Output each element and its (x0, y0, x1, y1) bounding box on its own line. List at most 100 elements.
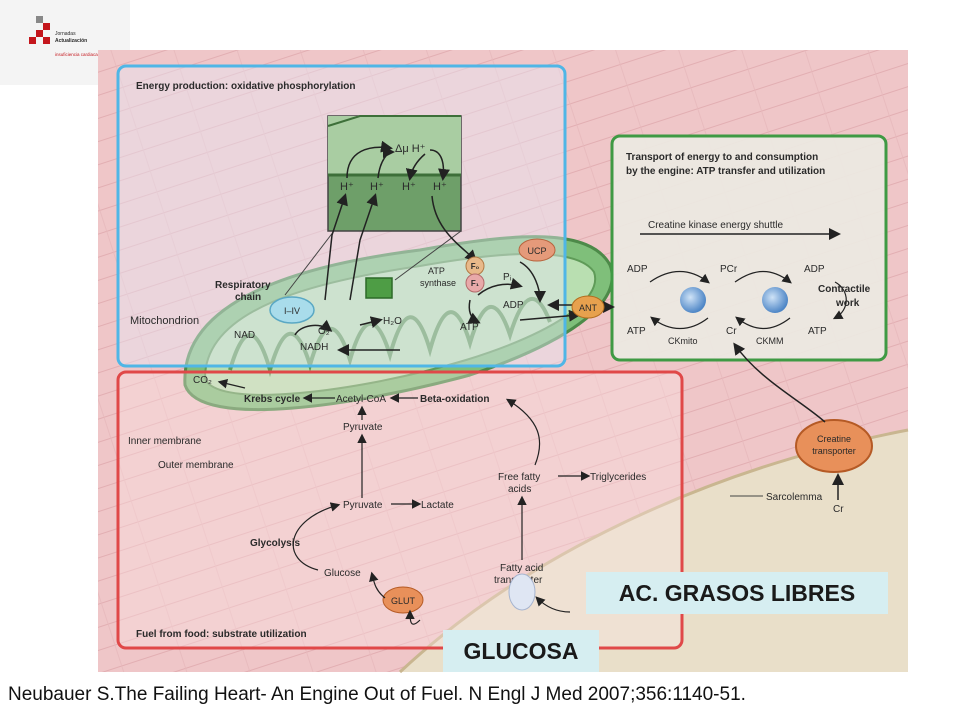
pcr-label: PCr (720, 264, 738, 275)
outer-membrane-label: Outer membrane (158, 460, 234, 471)
logo-square (43, 37, 50, 44)
arrow (519, 261, 546, 303)
acetyl-coa-label: Acetyl-CoA (336, 394, 386, 405)
f1-label: F₁ (471, 279, 480, 288)
lactate-label: Lactate (421, 500, 454, 511)
adp-label-right: ADP (804, 264, 825, 275)
triglycerides-label: Triglycerides (590, 472, 646, 483)
arrow (467, 299, 481, 324)
complex-label: I–IV (284, 306, 300, 316)
conference-logo: Jornadas Actualización insuficiencia car… (0, 0, 130, 85)
ant-protein (571, 295, 605, 319)
arrow (535, 596, 571, 613)
pyruvate-label-cytosol: Pyruvate (343, 500, 383, 511)
arrow (294, 319, 333, 336)
cr-label-transport: Cr (726, 326, 737, 337)
atp-label-mito: ATP (460, 322, 479, 333)
logo-line-1: Jornadas (55, 31, 76, 37)
creatine-transporter-label-1: Creatine (817, 434, 851, 444)
co2-label: CO₂ (193, 375, 212, 386)
adp-label-left: ADP (627, 264, 648, 275)
ucp-protein (518, 238, 556, 262)
f1-subunit (465, 273, 485, 293)
h-plus-2: H⁺ (370, 181, 384, 193)
fatty-acid-transporter (508, 573, 536, 611)
contractile-label-1: Contractile (818, 284, 871, 295)
f0-label: F₀ (471, 262, 480, 271)
h-plus-1: H⁺ (340, 181, 354, 193)
inset-leader-line (394, 230, 462, 281)
mitochondrion-label: Mitochondrion (130, 315, 199, 327)
ac-grasos-libres-label: AC. GRASOS LIBRES (586, 572, 888, 614)
atp-label-left: ATP (627, 326, 646, 337)
ant-label: ANT (579, 303, 598, 313)
pyruvate-label-inner: Pyruvate (343, 422, 383, 433)
ucp-label: UCP (527, 246, 546, 256)
logo-square (29, 37, 36, 44)
creatine-transporter (795, 419, 873, 473)
h-plus-4: H⁺ (433, 181, 447, 193)
arrow (649, 271, 710, 284)
arrow (832, 281, 847, 320)
logo-line-2: Actualización (55, 38, 87, 44)
citation: Neubauer S.The Failing Heart- An Engine … (8, 684, 746, 705)
ck-mm-label: CKMM (756, 336, 784, 346)
inner-membrane-label: Inner membrane (128, 436, 202, 447)
beta-oxidation-label: Beta-oxidation (420, 394, 489, 405)
arrow (735, 316, 791, 330)
atp-synthase-label-1: ATP (428, 266, 445, 276)
free-fatty-acids-label-1: Free fatty (498, 472, 540, 483)
arrow (369, 571, 386, 599)
intermembrane-inset: Δμ H⁺ H⁺ H⁺ H⁺ H⁺ (327, 115, 462, 232)
arrow (734, 271, 792, 284)
ck-shuttle-label: Creatine kinase energy shuttle (648, 220, 784, 231)
arrow (405, 609, 421, 625)
arrow (431, 195, 478, 263)
delta-mu-label: Δμ H⁺ (395, 143, 426, 155)
pi-label: Pᵢ (503, 272, 512, 283)
arrow (324, 193, 348, 301)
arrow (650, 316, 709, 329)
nad-label: NAD (234, 330, 255, 341)
nadh-label: NADH (300, 342, 328, 353)
logo-line-3: insuficiencia cardiaca (55, 52, 98, 57)
contractile-label-2: work (835, 298, 860, 309)
cr-label-outside: Cr (833, 504, 844, 515)
panel-energy-title: Energy production: oxidative phosphoryla… (136, 81, 355, 92)
panel-fuel-title: Fuel from food: substrate utilization (136, 629, 307, 640)
atp-label-right: ATP (808, 326, 827, 337)
panel-transport (610, 134, 888, 362)
arrow (477, 277, 523, 296)
arrow (359, 316, 383, 329)
arrow (733, 342, 826, 423)
arrow (519, 309, 581, 322)
free-fatty-acids-label-2: acids (508, 484, 531, 495)
panel-fuel (116, 370, 684, 650)
arrow (505, 398, 541, 466)
o2-label: O₂ (318, 326, 330, 337)
arrow (292, 502, 341, 571)
creatine-transporter-label-2: transporter (812, 446, 856, 456)
glucosa-label: GLUCOSA (443, 630, 599, 672)
ck-mm-enzyme (762, 287, 788, 313)
ck-mito-label: CKmito (668, 336, 698, 346)
arrow (217, 379, 246, 389)
respiratory-complex (269, 296, 315, 324)
h2o-label: H₂O (383, 316, 402, 327)
logo-square (43, 23, 50, 30)
adp-label-mito: ADP (503, 300, 524, 311)
respiratory-chain-label-2: chain (235, 292, 261, 303)
panel-transport-title-2: by the engine: ATP transfer and utilizat… (626, 166, 825, 177)
glycolysis-label: Glycolysis (250, 538, 300, 549)
ck-mito-enzyme (680, 287, 706, 313)
panel-transport-title-1: Transport of energy to and consumption (626, 152, 818, 163)
inset-source-marker (365, 277, 393, 299)
atp-synthase-label-2: synthase (420, 278, 456, 288)
arrow (349, 193, 378, 301)
h-plus-3: H⁺ (402, 181, 416, 193)
glut-label: GLUT (391, 596, 416, 606)
fatty-acid-transporter-label-1: Fatty acid (500, 563, 543, 574)
krebs-cycle-label: Krebs cycle (244, 394, 301, 405)
sarcolemma-label: Sarcolemma (766, 492, 823, 503)
glucose-label: Glucose (324, 568, 361, 579)
